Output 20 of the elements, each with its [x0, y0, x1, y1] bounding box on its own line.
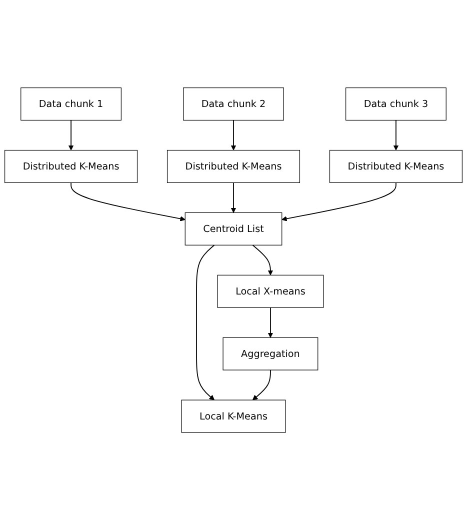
arrow	[230, 182, 236, 214]
node-box: Data chunk 1	[20, 88, 122, 121]
node-box: Distributed K-Means	[329, 150, 462, 184]
arrow	[393, 120, 399, 151]
arrow	[268, 307, 274, 338]
node-box: Data chunk 2	[183, 88, 284, 121]
arrow	[70, 182, 186, 222]
node-box: Data chunk 3	[346, 88, 446, 121]
arrow	[282, 182, 396, 222]
arrow	[68, 120, 74, 151]
arrow	[230, 120, 236, 151]
node-box: Aggregation	[222, 338, 318, 371]
arrow	[252, 245, 274, 276]
node-box: Distributed K-Means	[166, 150, 300, 184]
node-box: Local X-means	[217, 275, 324, 308]
node-box: Centroid List	[184, 212, 282, 246]
node-box: Local K-Means	[181, 400, 286, 434]
node-box: Distributed K-Means	[4, 150, 138, 184]
arrow	[196, 245, 215, 401]
arrow	[252, 370, 271, 401]
